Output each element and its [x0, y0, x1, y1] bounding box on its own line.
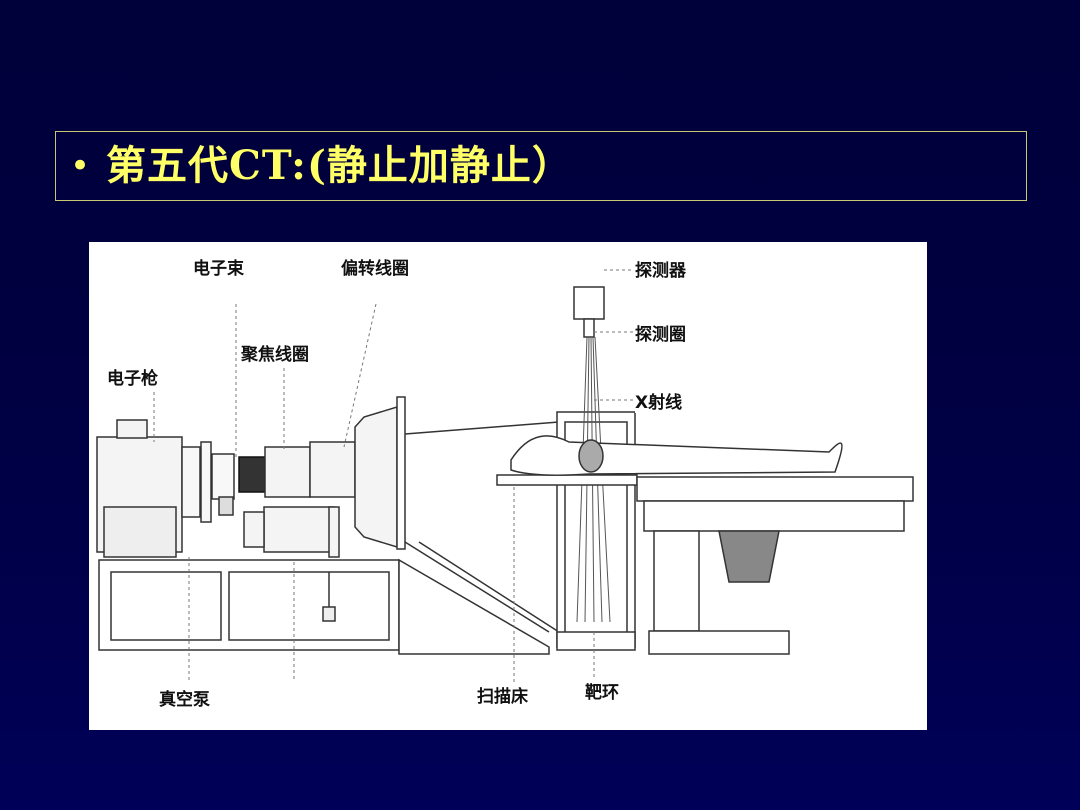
beam-cone — [354, 405, 398, 549]
table-panel-right — [228, 571, 390, 641]
slide-title: 第五代CT:(静止加静止） — [106, 142, 573, 189]
label-detector-ring: 探测圈 — [635, 320, 686, 345]
tunnel-bottom-line-2 — [418, 541, 560, 633]
focus-coil-housing — [264, 446, 311, 498]
target-ring-base — [556, 631, 636, 651]
flange-3 — [211, 453, 235, 500]
label-focus-coil: 聚焦线圈 — [241, 340, 309, 365]
bed-support — [643, 500, 905, 532]
table-panel-left — [110, 571, 222, 641]
title-bullet: • — [70, 146, 91, 186]
cone-flange — [396, 396, 406, 550]
electron-gun-cap — [116, 419, 148, 439]
label-deflection-coil: 偏转线圈 — [341, 254, 409, 279]
tunnel-top-line — [404, 421, 560, 435]
pedestal-base — [648, 630, 790, 655]
label-detector: 探测器 — [635, 256, 686, 281]
tunnel-bottom-line — [404, 541, 550, 633]
flange-1 — [181, 446, 201, 518]
valve — [218, 496, 234, 516]
label-electron-beam: 电子束 — [193, 254, 244, 279]
deflection-coil — [309, 441, 356, 498]
scan-bed-right — [636, 476, 914, 502]
patient-outline — [510, 435, 843, 476]
patient-head-scan — [578, 439, 604, 473]
label-target-ring: 靶环 — [585, 678, 619, 703]
detector-ring-piece — [583, 318, 595, 338]
vacuum-pump-body — [263, 506, 335, 553]
scan-bed-left — [496, 474, 638, 486]
label-xray: X射线 — [635, 388, 683, 413]
pedestal-spring — [718, 530, 780, 583]
ct-schematic-drawing — [96, 269, 914, 682]
title-box: • 第五代CT:(静止加静止） — [55, 131, 1027, 201]
vacuum-pump-motor — [243, 511, 265, 548]
ct-schematic-figure: 电子束 偏转线圈 探测器 探测圈 聚焦线圈 电子枪 X射线 真空泵 扫描床 靶环 — [89, 242, 927, 730]
gun-base — [103, 506, 177, 558]
pump-connector — [328, 506, 340, 558]
ramp — [398, 558, 550, 655]
detector-box — [573, 286, 605, 320]
label-electron-gun: 电子枪 — [107, 364, 158, 389]
label-vacuum-pump: 真空泵 — [159, 685, 210, 710]
pump-valve — [322, 606, 336, 622]
focus-coil-dark — [238, 456, 266, 493]
pedestal-column — [653, 530, 700, 632]
flange-2 — [200, 441, 212, 523]
label-scan-bed: 扫描床 — [477, 682, 528, 707]
